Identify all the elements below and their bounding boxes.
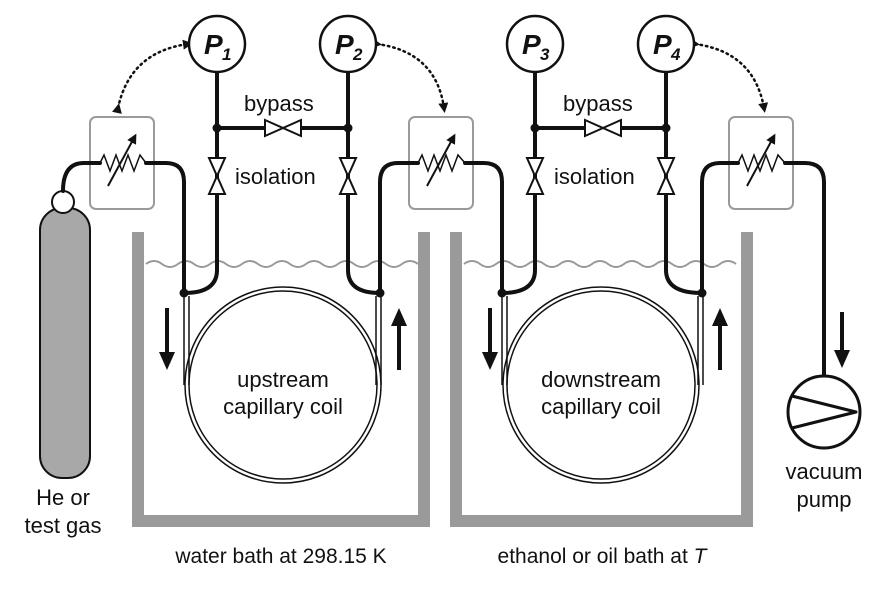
flow-arrow-down-2	[482, 308, 498, 370]
ethanol-bath-temp-var: T	[694, 545, 709, 568]
variable-resistor-2	[417, 133, 466, 187]
upstream-capillary-coil	[183, 286, 382, 484]
pipework	[61, 64, 826, 378]
water-surface-left	[145, 260, 419, 268]
isolation-valve-3	[525, 157, 545, 195]
flow-arrows	[159, 308, 850, 370]
svg-text:2: 2	[352, 45, 363, 64]
isolation-label-right: isolation	[554, 164, 635, 189]
downstream-coil-label-2: capillary coil	[541, 394, 661, 419]
downstream-capillary-coil	[501, 286, 704, 484]
svg-text:P: P	[335, 29, 354, 60]
svg-text:P: P	[653, 29, 672, 60]
flow-arrow-down-3	[834, 312, 850, 368]
isolation-valve-1	[207, 157, 227, 195]
water-surface-right	[463, 260, 737, 268]
bypass-label-left: bypass	[244, 91, 314, 116]
isolation-valve-4	[656, 157, 676, 195]
ethanol-bath-label: ethanol or oil bath at T	[498, 545, 709, 568]
isolation-valve-2	[338, 157, 358, 195]
pump-label-2: pump	[796, 487, 851, 512]
svg-text:4: 4	[670, 45, 681, 64]
svg-text:P: P	[204, 29, 223, 60]
variable-resistor-3	[737, 133, 786, 187]
svg-text:3: 3	[540, 45, 550, 64]
junction-dots	[179, 123, 707, 298]
control-link-arrows	[112, 38, 769, 114]
isolation-label-left: isolation	[235, 164, 316, 189]
bypass-valve-left	[264, 118, 302, 138]
upstream-coil-label-2: capillary coil	[223, 394, 343, 419]
pressure-gauge-p2: P 2	[318, 14, 378, 74]
flow-arrow-up-2	[712, 308, 728, 370]
source-label-2: test gas	[24, 513, 101, 538]
variable-resistor-1	[99, 133, 147, 187]
gas-cylinder	[39, 190, 91, 479]
svg-text:1: 1	[222, 45, 231, 64]
bypass-valve-right	[584, 118, 622, 138]
flow-arrow-up-1	[391, 308, 407, 370]
vacuum-pump	[786, 374, 862, 450]
water-bath-label: water bath at 298.15 K	[174, 545, 386, 568]
pump-label-1: vacuum	[785, 459, 862, 484]
bypass-label-right: bypass	[563, 91, 633, 116]
flow-arrow-down-1	[159, 308, 175, 370]
ethanol-bath-label-text: ethanol or oil bath at	[498, 545, 694, 568]
pressure-gauge-p3: P 3	[505, 14, 565, 74]
source-label-1: He or	[36, 485, 90, 510]
pressure-gauge-p1: P 1	[187, 14, 247, 74]
downstream-coil-label-1: downstream	[541, 367, 661, 392]
pressure-gauge-p4: P 4	[636, 14, 696, 74]
upstream-coil-label-1: upstream	[237, 367, 329, 392]
svg-text:P: P	[522, 29, 541, 60]
